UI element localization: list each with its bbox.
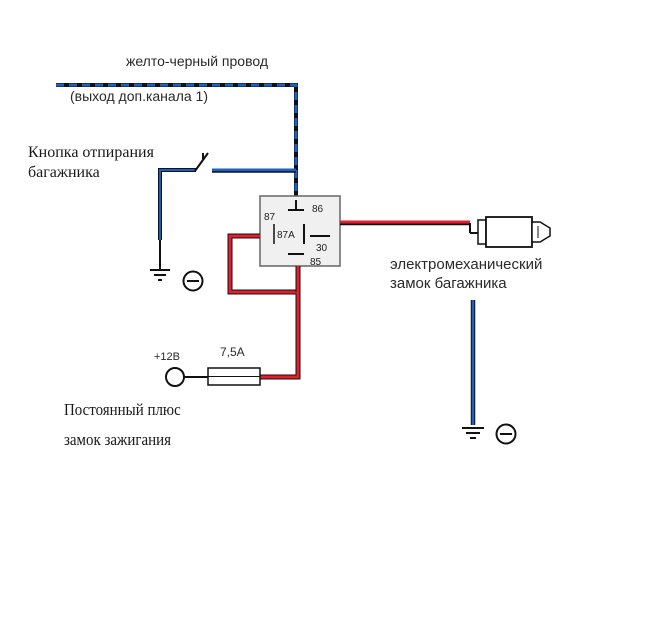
minus-icon xyxy=(182,270,204,292)
label-aux-output: (выход доп.канала 1) xyxy=(70,88,208,104)
label-yellow-black-wire: желто-черный провод xyxy=(126,53,268,69)
red-wire-power xyxy=(227,233,301,380)
button-wire xyxy=(158,168,296,240)
label-constant-plus-line1: Постоянный плюс xyxy=(64,401,181,419)
relay-pin-87: 87 xyxy=(264,212,276,223)
relay-pin-86: 86 xyxy=(312,204,324,215)
ground-symbol-button xyxy=(150,240,170,281)
plus12-terminal xyxy=(165,367,185,387)
yellow-black-wire xyxy=(56,83,298,200)
label-button-line2: багажника xyxy=(28,164,100,181)
relay-pin-85: 85 xyxy=(310,257,322,268)
label-lock-line1: электромеханический xyxy=(390,256,542,273)
relay-pin-30: 30 xyxy=(316,243,328,254)
trunk-lock-actuator xyxy=(469,216,551,248)
label-button-line1: Кнопка отпирания xyxy=(28,144,155,161)
ground-symbol-lock xyxy=(462,427,484,439)
relay: 87 87А 86 30 85 xyxy=(259,195,341,268)
unlock-button-switch xyxy=(194,152,212,173)
label-plus12: +12В xyxy=(154,351,180,363)
label-fuse-rating: 7,5А xyxy=(220,345,245,359)
red-wire-lock xyxy=(340,220,470,226)
label-constant-plus-line2: замок зажигания xyxy=(64,431,172,449)
fuse xyxy=(183,367,261,386)
relay-body xyxy=(259,195,341,267)
minus-icon xyxy=(495,423,517,445)
relay-pin-87a: 87А xyxy=(277,230,295,241)
label-lock-line2: замок багажника xyxy=(390,275,507,292)
